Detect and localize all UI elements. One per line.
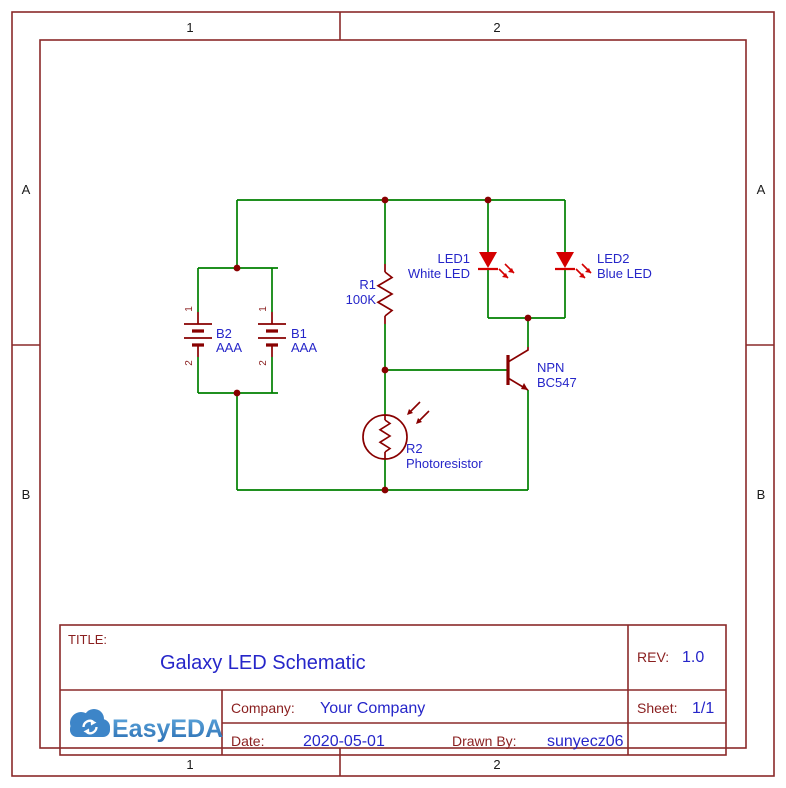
transistor-collector [507, 347, 529, 363]
component-ref[interactable]: LED1 [437, 251, 470, 266]
drawn-by-label: Drawn By: [452, 733, 517, 749]
title-label: TITLE: [68, 632, 107, 647]
frame-inner-border [39, 39, 747, 749]
frame-row-label: B [757, 487, 766, 502]
frame-col-label: 1 [186, 757, 193, 772]
component-resistor-r1[interactable]: R1 100K [346, 264, 394, 324]
component-value[interactable]: AAA [216, 340, 242, 355]
component-value[interactable]: Photoresistor [406, 456, 483, 471]
component-led2[interactable]: LED2 Blue LED [555, 251, 652, 281]
arrowhead-icon [579, 273, 585, 278]
frame-row-label: B [22, 487, 31, 502]
date-value[interactable]: 2020-05-01 [303, 733, 385, 750]
date-label: Date: [231, 733, 264, 749]
component-ref[interactable]: B1 [291, 326, 307, 341]
junction-dot [484, 196, 492, 204]
logo-sync-icon [82, 719, 98, 735]
component-battery-b1[interactable]: 1 2 B1 AAA [258, 306, 317, 366]
junction-dots [233, 196, 532, 494]
arrowhead-icon [508, 268, 514, 273]
sheet-frame [11, 11, 775, 777]
title-block: TITLE: Galaxy LED Schematic REV: 1.0 Com… [59, 624, 727, 756]
wires[interactable] [197, 199, 566, 491]
junction-dot [381, 366, 389, 374]
pin-number: 2 [258, 360, 269, 366]
arrowhead-icon [585, 268, 591, 273]
component-led1[interactable]: LED1 White LED [408, 251, 515, 281]
rev-label: REV: [637, 649, 669, 665]
component-photoresistor-r2[interactable]: R2 Photoresistor [362, 401, 483, 471]
sheet-label: Sheet: [637, 700, 677, 716]
component-value[interactable]: White LED [408, 266, 470, 281]
junction-dot [381, 486, 389, 494]
junction-dot [233, 389, 241, 397]
component-value[interactable]: AAA [291, 340, 317, 355]
frame-row-label: A [22, 182, 31, 197]
junction-dot [524, 314, 532, 322]
company-value[interactable]: Your Company [320, 700, 425, 717]
frame-outer-border [11, 11, 775, 777]
pin-number: 2 [184, 360, 195, 366]
frame-col-label: 2 [493, 757, 500, 772]
photoresistor-zigzag [378, 419, 392, 453]
component-value[interactable]: BC547 [537, 375, 577, 390]
easyeda-logo: EasyEDA [70, 709, 223, 743]
sheet-title[interactable]: Galaxy LED Schematic [160, 652, 366, 674]
component-ref[interactable]: R1 [359, 277, 376, 292]
pin-number: 1 [184, 306, 195, 312]
junction-dot [381, 196, 389, 204]
pin-number: 1 [258, 306, 269, 312]
drawn-by-value[interactable]: sunyecz06 [547, 733, 624, 750]
frame-row-label: A [757, 182, 766, 197]
component-ref[interactable]: R2 [406, 441, 423, 456]
led-triangle [479, 252, 497, 268]
arrowhead-icon [407, 409, 413, 415]
sheet-value[interactable]: 1/1 [692, 700, 714, 717]
company-label: Company: [231, 700, 295, 716]
logo-text: EasyEDA [112, 715, 223, 743]
frame-col-label: 1 [186, 20, 193, 35]
title-block-grid [59, 624, 727, 756]
junction-dot [233, 264, 241, 272]
component-value[interactable]: 100K [346, 292, 377, 307]
arrowhead-icon [416, 418, 422, 424]
logo-cloud-icon [70, 709, 110, 737]
component-ref[interactable]: NPN [537, 360, 564, 375]
led-triangle [556, 252, 574, 268]
frame-labels: 1 2 1 2 A B A B [22, 20, 766, 772]
resistor-zigzag [376, 271, 394, 317]
component-value[interactable]: Blue LED [597, 266, 652, 281]
component-battery-b2[interactable]: 1 2 B2 AAA [184, 306, 242, 366]
component-ref[interactable]: LED2 [597, 251, 630, 266]
arrowhead-icon [502, 273, 508, 278]
component-ref[interactable]: B2 [216, 326, 232, 341]
frame-col-label: 2 [493, 20, 500, 35]
component-transistor-q1[interactable]: NPN BC547 [506, 347, 577, 391]
emitter-arrowhead-icon [521, 383, 528, 390]
rev-value[interactable]: 1.0 [682, 649, 704, 666]
